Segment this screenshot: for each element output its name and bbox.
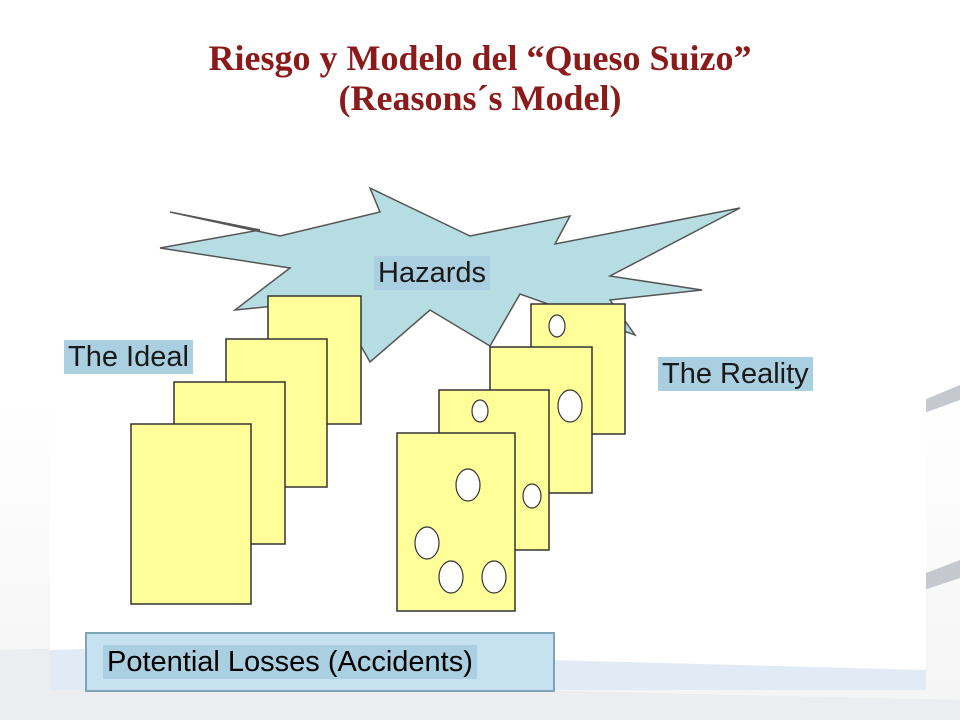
hazards-label: Hazards xyxy=(374,256,490,290)
title-line-1: Riesgo y Modelo del “Queso Suizo” xyxy=(208,38,752,78)
losses-label: Potential Losses (Accidents) xyxy=(103,645,477,679)
ideal-label: The Ideal xyxy=(64,340,193,374)
hole xyxy=(481,560,507,594)
ideal-slice-1 xyxy=(130,423,252,605)
hole xyxy=(455,468,481,502)
hole xyxy=(557,389,583,423)
title-line-2: (Reasons´s Model) xyxy=(338,78,622,118)
hole xyxy=(522,483,542,509)
losses-box: Potential Losses (Accidents) xyxy=(85,632,555,692)
slide-title: Riesgo y Modelo del “Queso Suizo” (Reaso… xyxy=(0,38,960,118)
reason-model-diagram: Hazards The Ideal The Reality Potential … xyxy=(50,150,926,692)
hole xyxy=(414,526,440,560)
hole xyxy=(548,314,566,338)
reality-label: The Reality xyxy=(658,357,813,391)
diagram-graphic xyxy=(50,186,926,690)
hole xyxy=(471,399,489,423)
hole xyxy=(438,560,464,594)
